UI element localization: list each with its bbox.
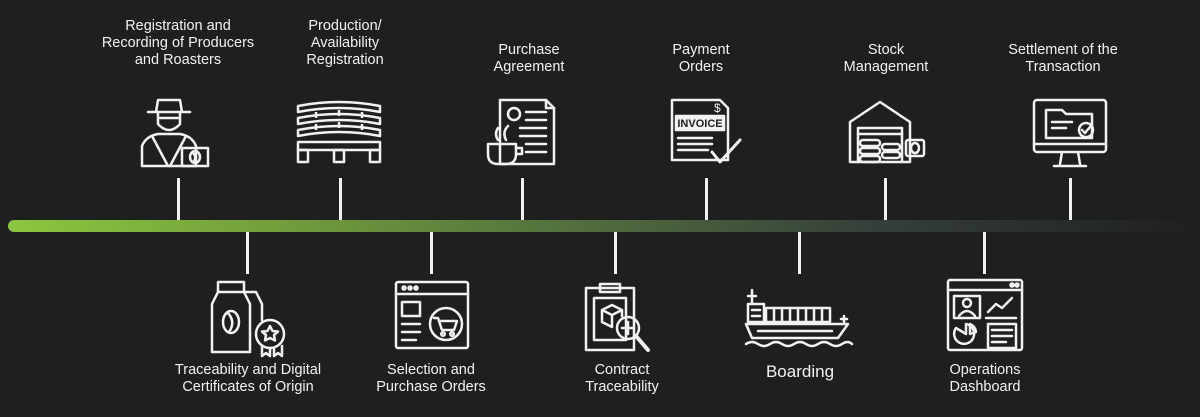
step-label-payment-orders: Payment Orders bbox=[672, 42, 730, 75]
step-label-traceability-certificates: Traceability and Digital Certificates of… bbox=[174, 362, 322, 395]
farmer-icon bbox=[138, 96, 212, 170]
connector-registration bbox=[177, 178, 180, 220]
coffee-sacks-pallet-icon bbox=[296, 100, 382, 166]
connector-payment-orders bbox=[705, 178, 708, 220]
svg-text:INVOICE: INVOICE bbox=[677, 118, 722, 130]
connector-traceability-certificates bbox=[246, 232, 249, 274]
warehouse-icon bbox=[846, 98, 926, 166]
step-label-registration: Registration and Recording of Producers … bbox=[101, 18, 255, 68]
step-label-boarding: Boarding bbox=[765, 362, 835, 381]
contract-coffee-cup-icon bbox=[486, 96, 558, 168]
coffee-bag-badge-icon bbox=[210, 278, 292, 358]
step-label-contract-traceability: Contract Traceability bbox=[585, 362, 659, 395]
connector-contract-traceability bbox=[614, 232, 617, 274]
connector-selection-orders bbox=[430, 232, 433, 274]
svg-text:$: $ bbox=[714, 101, 721, 115]
dashboard-icon bbox=[946, 278, 1024, 354]
connector-settlement bbox=[1069, 178, 1072, 220]
step-label-stock-management: Stock Management bbox=[843, 42, 929, 75]
clipboard-search-icon bbox=[582, 280, 654, 354]
connector-stock-management bbox=[884, 178, 887, 220]
step-label-purchase-agreement: Purchase Agreement bbox=[493, 42, 565, 75]
connector-production bbox=[339, 178, 342, 220]
connector-purchase-agreement bbox=[521, 178, 524, 220]
step-label-operations-dashboard: Operations Dashboard bbox=[949, 362, 1021, 395]
web-shop-cart-icon bbox=[394, 280, 470, 352]
cargo-ship-icon bbox=[744, 288, 854, 350]
connector-operations-dashboard bbox=[983, 232, 986, 274]
step-label-production: Production/ Availability Registration bbox=[306, 18, 384, 68]
monitor-check-icon bbox=[1032, 98, 1108, 170]
connector-boarding bbox=[798, 232, 801, 274]
step-label-selection-orders: Selection and Purchase Orders bbox=[376, 362, 486, 395]
timeline-bar bbox=[8, 220, 1200, 232]
invoice-icon: $ INVOICE bbox=[668, 96, 744, 168]
step-label-settlement: Settlement of the Transaction bbox=[1008, 42, 1118, 75]
